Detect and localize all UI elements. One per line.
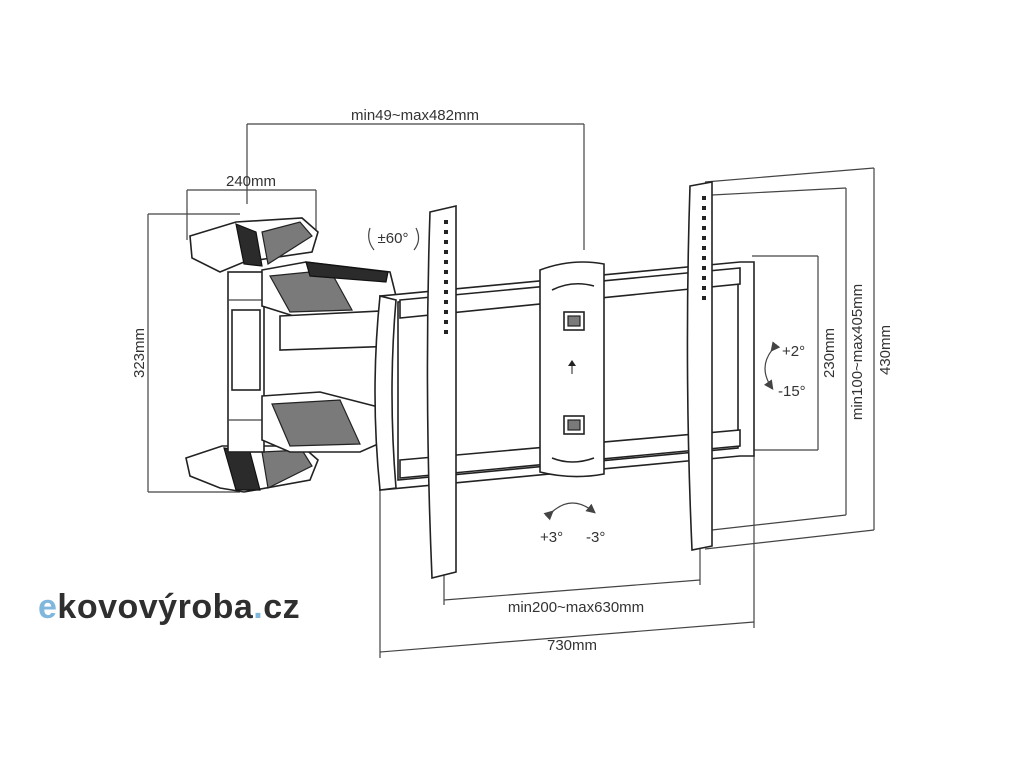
logo-main: kovovýroba [57, 588, 254, 626]
mounting-hole [444, 270, 448, 274]
mounting-hole [444, 280, 448, 284]
mounting-hole [444, 330, 448, 334]
wall-plate-width-label: 240mm [226, 173, 276, 190]
tilt-down-label: -15° [778, 383, 806, 400]
wall-plate-height-dimension [147, 213, 240, 493]
mounting-hole [444, 310, 448, 314]
vesa-vertical-label: min100~max405mm [849, 284, 866, 420]
mounting-hole [444, 250, 448, 254]
mounting-hole [702, 256, 706, 260]
mounting-hole [444, 230, 448, 234]
left-vertical-strap [426, 204, 457, 580]
mounting-hole [702, 236, 706, 240]
mounting-hole [702, 286, 706, 290]
swivel-arrow-icon [368, 227, 420, 251]
mounting-hole [702, 206, 706, 210]
right-vertical-strap [686, 181, 713, 551]
mounting-hole [444, 290, 448, 294]
mounting-hole [444, 240, 448, 244]
tilt-arrow-icon [763, 341, 781, 390]
mounting-hole [702, 196, 706, 200]
wall-plate-height-label: 323mm [131, 328, 148, 378]
mounting-hole [444, 300, 448, 304]
logo-dot: . [253, 588, 264, 626]
vesa-vertical-dimension [711, 187, 847, 531]
tilt-up-label: +2° [782, 343, 805, 360]
bracket-height-dimension [704, 167, 875, 550]
bracket-height-label: 430mm [877, 325, 894, 375]
mounting-hole [444, 320, 448, 324]
mounting-hole [702, 216, 706, 220]
inner-height-dimension [752, 255, 819, 451]
rotation-right-label: -3° [586, 529, 605, 546]
wall-plate [185, 217, 319, 493]
mounting-hole [702, 226, 706, 230]
bracket-width-dimension [379, 455, 755, 658]
mounting-hole [702, 296, 706, 300]
vesa-horizontal-label: min200~max630mm [508, 599, 644, 616]
tilt-plate [539, 261, 605, 478]
rotation-arrow-icon [543, 502, 596, 521]
rotation-left-label: +3° [540, 529, 563, 546]
swivel-label: ±60° [378, 230, 409, 247]
logo-lead: e [38, 588, 58, 626]
ekovovyroba-logo: ekovovýroba.cz [38, 588, 300, 627]
logo-tld: cz [263, 588, 301, 626]
inner-height-label: 230mm [821, 328, 838, 378]
vesa-horizontal-dimension [443, 540, 701, 605]
mounting-hole [444, 220, 448, 224]
mounting-hole [702, 246, 706, 250]
mounting-hole [444, 260, 448, 264]
arm-extension-dimension [246, 123, 585, 250]
arm-extension-label: min49~max482mm [351, 107, 479, 124]
bracket-width-label: 730mm [547, 637, 597, 654]
mounting-hole [702, 276, 706, 280]
mounting-hole [702, 266, 706, 270]
